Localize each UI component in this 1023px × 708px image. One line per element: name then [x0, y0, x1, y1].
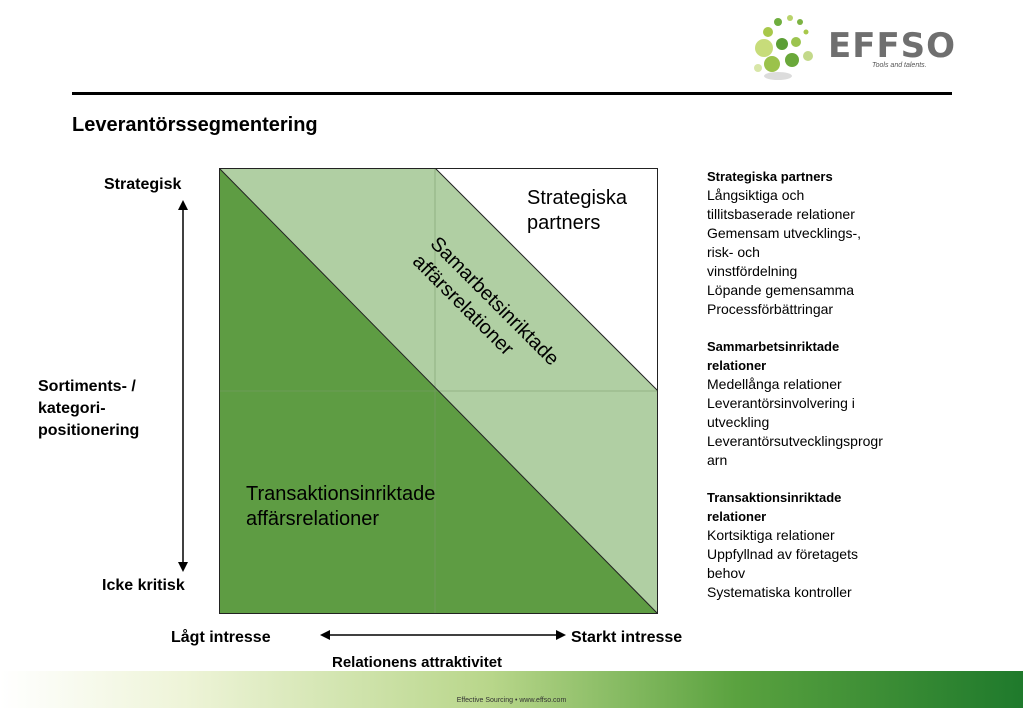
footer-text: Effective Sourcing • www.effso.com	[456, 697, 567, 704]
description-heading: Sammarbetsinriktade relationer	[707, 339, 840, 373]
footer-band	[0, 671, 1023, 708]
description-body: Kortsiktiga relationer Uppfyllnad av för…	[707, 527, 858, 600]
page-title: Leverantörssegmentering	[72, 114, 318, 136]
y-axis-top-label: Strategisk	[104, 176, 182, 193]
region-label-transactional: Transaktionsinriktade affärsrelationer	[246, 483, 436, 530]
y-axis-middle-label: Sortiments- / kategori- positionering	[38, 378, 140, 439]
y-axis-bottom-label: Icke kritisk	[102, 577, 185, 594]
x-axis-left-label: Lågt intresse	[171, 629, 271, 646]
region-label-strategic: Strategiska partners	[527, 187, 628, 234]
description-heading: Transaktionsinriktade relationer	[707, 490, 842, 524]
logo-tagline: Tools and talents.	[872, 62, 927, 69]
x-axis-right-label: Starkt intresse	[571, 629, 683, 646]
logo-wordmark: EFFSO	[828, 26, 957, 66]
description-transactional: Transaktionsinriktade relationer Kortsik…	[707, 488, 912, 602]
x-axis-caption: Relationens attraktivitet	[332, 654, 503, 671]
description-collaborative: Sammarbetsinriktade relationer Medellång…	[707, 337, 912, 470]
description-panel: Strategiska partners Långsiktiga och til…	[707, 167, 912, 620]
header-divider	[72, 92, 952, 95]
description-strategic: Strategiska partners Långsiktiga och til…	[707, 167, 912, 319]
effso-logo-icon	[754, 15, 813, 80]
segmentation-diagram	[219, 168, 658, 614]
description-heading: Strategiska partners	[707, 169, 833, 184]
description-body: Långsiktiga och tillitsbaserade relation…	[707, 187, 862, 317]
description-body: Medellånga relationer Leverantörsinvolve…	[707, 376, 883, 468]
x-axis-arrow-icon	[320, 630, 566, 640]
y-axis-arrow-icon	[178, 200, 188, 572]
